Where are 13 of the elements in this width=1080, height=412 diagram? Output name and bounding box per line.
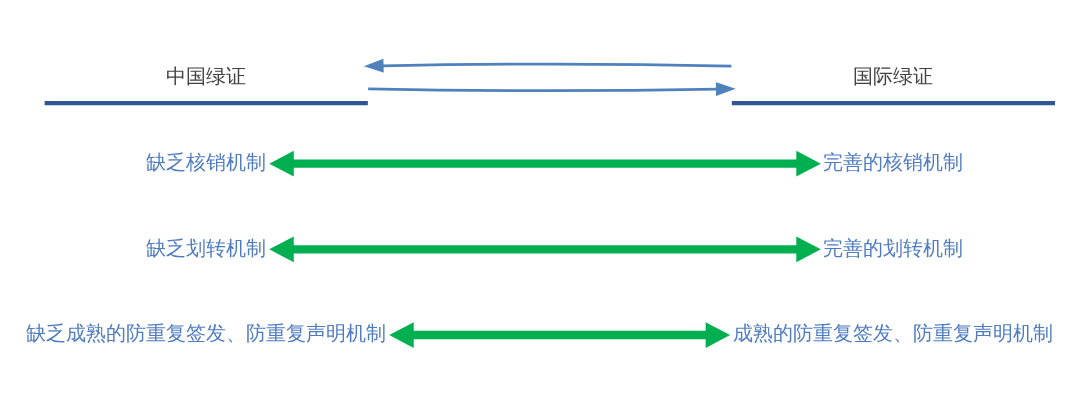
node-text: 缺乏核销机制 (146, 150, 267, 174)
node-text: 完善的划转机制 (823, 236, 964, 260)
node-text: 完善的核销机制 (823, 150, 964, 174)
arrow (269, 150, 821, 176)
arrow (363, 58, 732, 73)
node-text: 成熟的防重复签发、防重复声明机制 (733, 321, 1054, 345)
arrow (368, 81, 736, 96)
node-text: 缺乏划转机制 (146, 236, 267, 260)
arrow (389, 321, 731, 348)
arrow (269, 236, 821, 262)
node-text: 国际绿证 (853, 64, 934, 88)
node-text: 中国绿证 (166, 64, 247, 88)
node-text: 缺乏成熟的防重复签发、防重复声明机制 (26, 321, 387, 345)
